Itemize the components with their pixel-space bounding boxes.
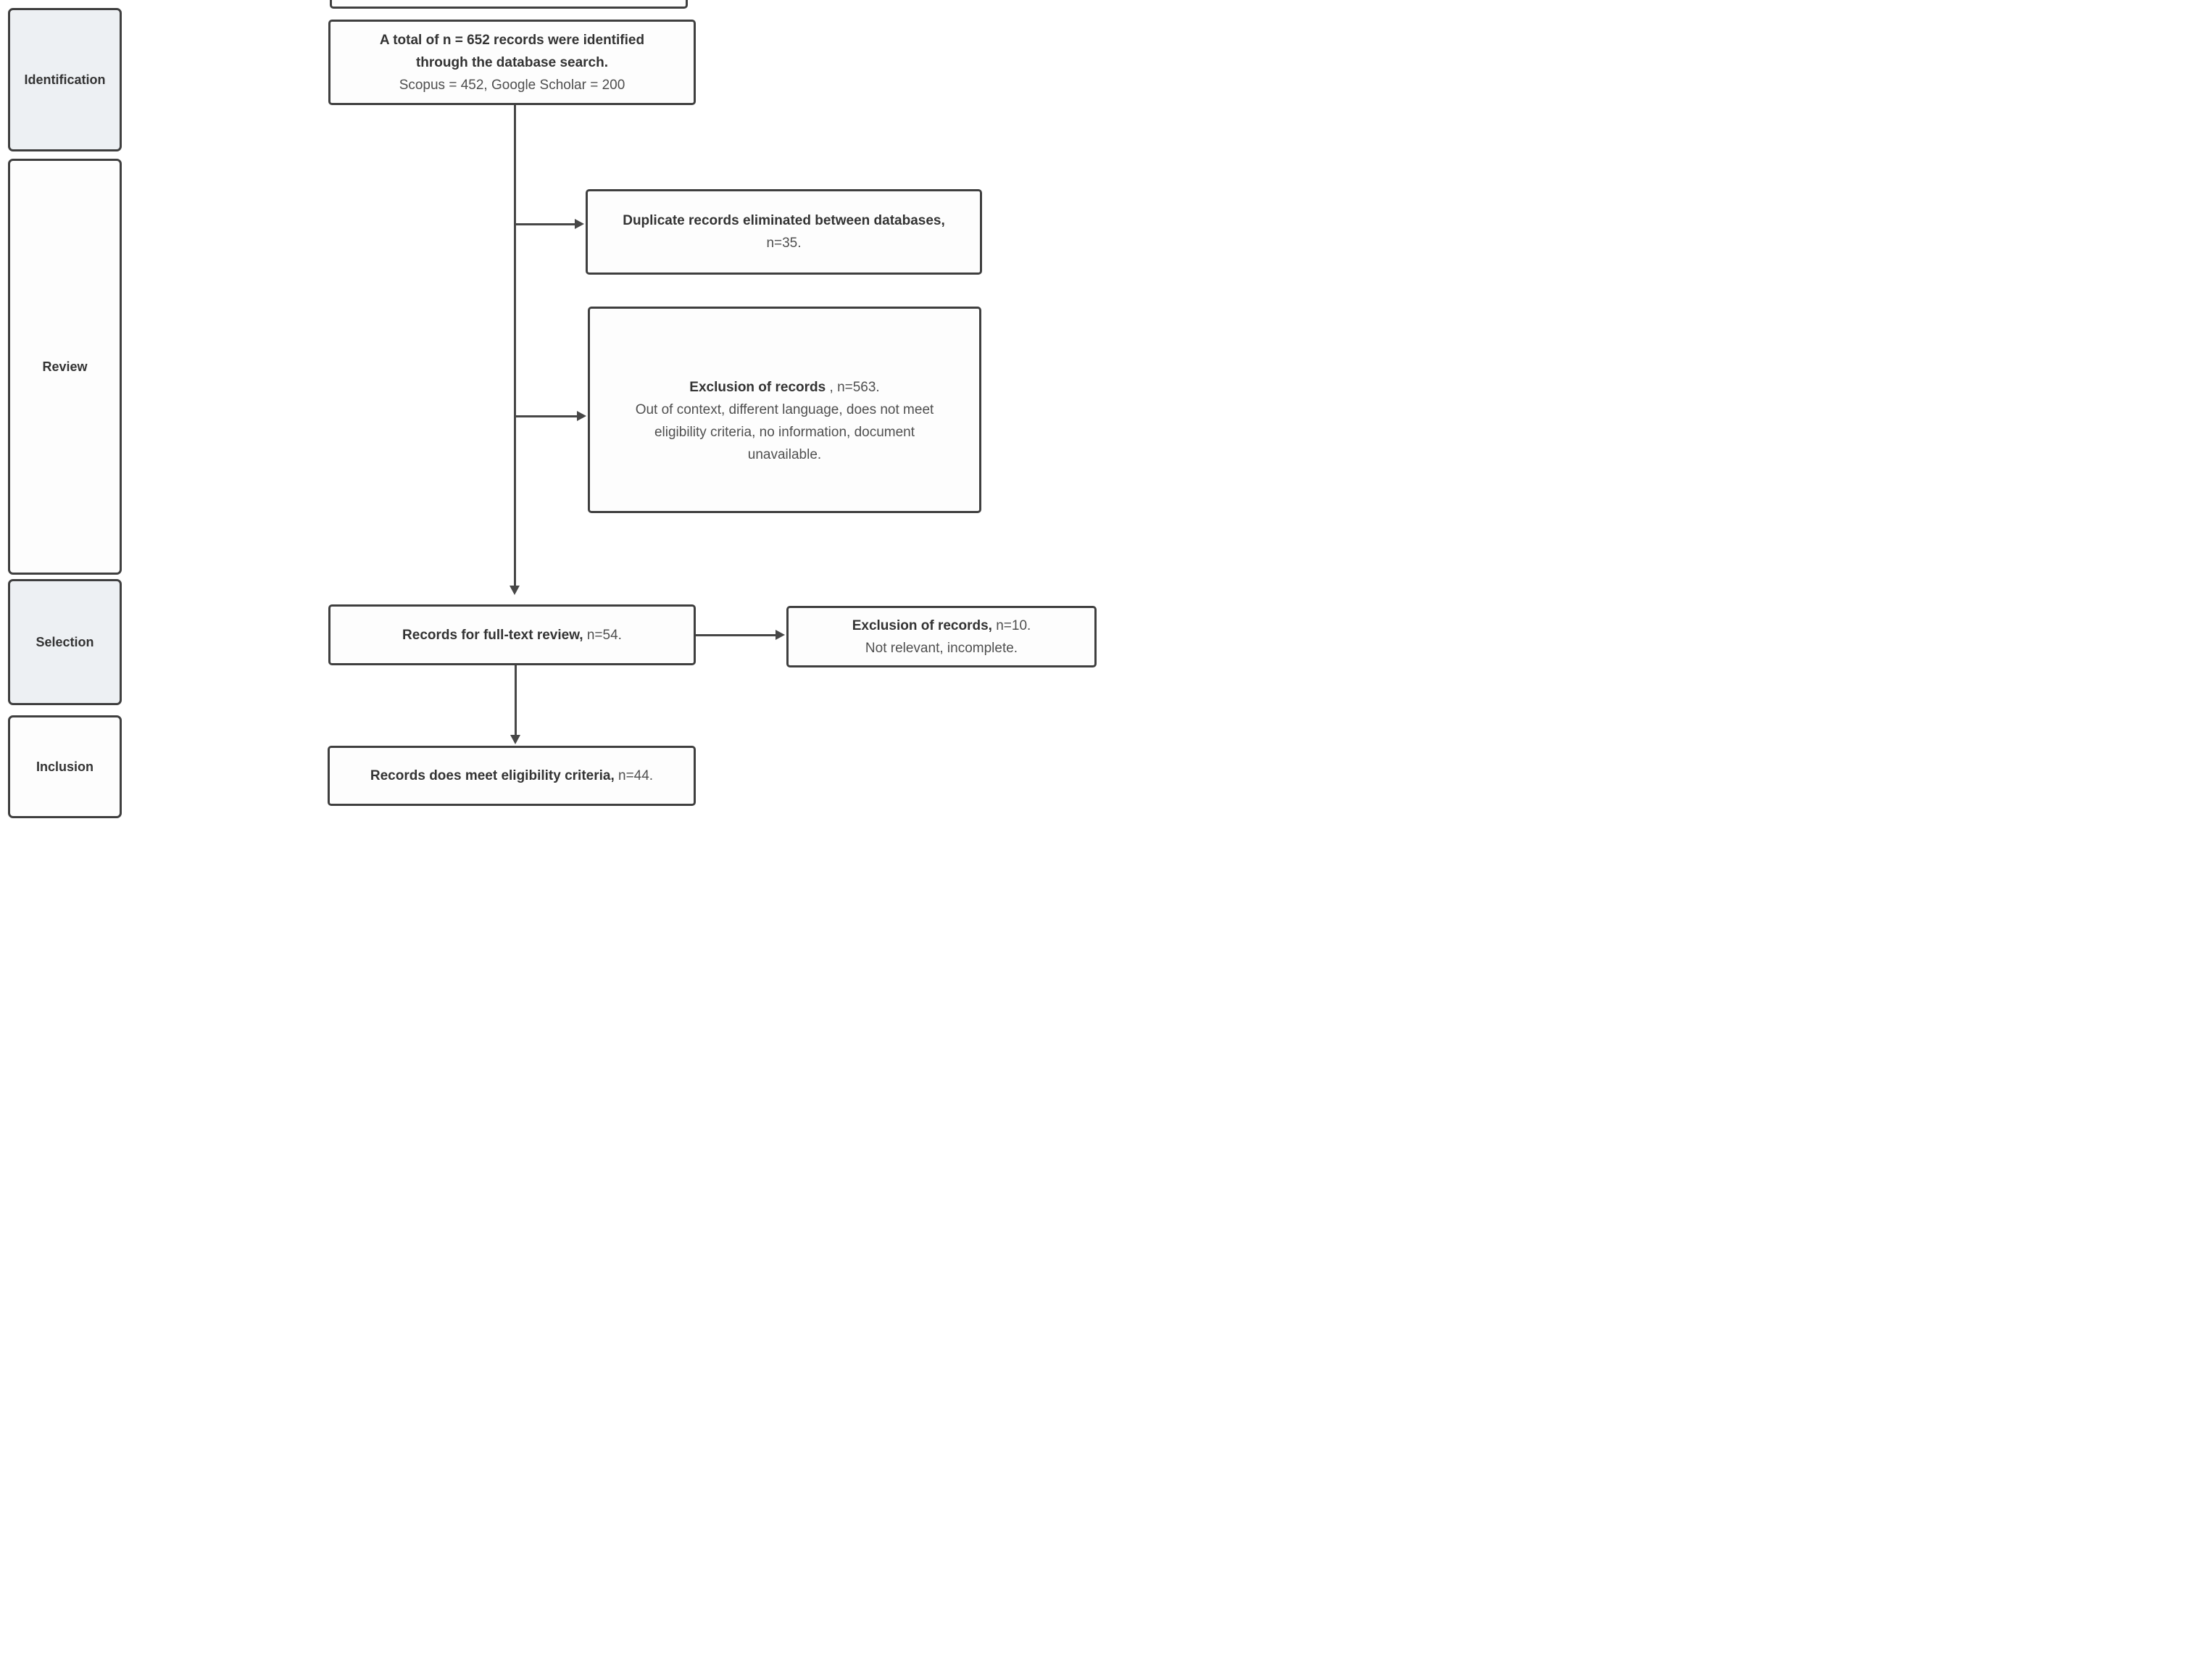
stage-selection-label: Selection	[36, 634, 94, 649]
stage-review-label: Review	[42, 359, 88, 374]
flow-line-main-trunk	[514, 105, 516, 587]
arrowhead-into-excluded	[577, 411, 586, 421]
stage-identification-label: Identification	[24, 72, 106, 87]
included-text: Records does meet eligibility criteria, …	[370, 768, 654, 783]
excluded-title: Exclusion of records , n=563.	[689, 379, 880, 395]
arrowhead-into-full-text-excluded	[776, 630, 785, 640]
duplicates-count: n=35.	[766, 236, 802, 251]
prisma-flow-diagram: Identification Review Selection Inclusio…	[0, 0, 1106, 828]
arrowhead-into-duplicates	[575, 219, 584, 229]
arrowhead-into-included	[510, 735, 520, 744]
stage-review: Review	[8, 159, 122, 575]
excluded-detail-1: Out of context, different language, does…	[635, 401, 934, 417]
flow-line-to-full-text-excluded	[696, 634, 776, 636]
flow-line-to-excluded	[514, 415, 578, 417]
duplicates-text: Duplicate records eliminated between dat…	[623, 213, 945, 228]
node-full-text-excluded: Exclusion of records, n=10. Not relevant…	[786, 606, 1097, 667]
arrowhead-into-full-text-review	[510, 586, 520, 595]
identified-line3: Scopus = 452, Google Scholar = 200	[399, 77, 625, 93]
excluded-detail-3: unavailable.	[747, 446, 822, 462]
excluded-detail-2: eligibility criteria, no information, do…	[654, 424, 915, 440]
node-identified-records: A total of n = 652 records were identifi…	[328, 20, 696, 105]
stage-selection: Selection	[8, 579, 122, 705]
node-included-records: Records does meet eligibility criteria, …	[328, 746, 696, 806]
stage-identification: Identification	[8, 8, 122, 151]
cropped-box-top	[330, 0, 688, 9]
node-full-text-review: Records for full-text review, n=54.	[328, 604, 696, 665]
flow-line-to-included	[515, 665, 517, 736]
node-records-excluded: Exclusion of records , n=563. Out of con…	[588, 307, 981, 513]
ft-excluded-title: Exclusion of records, n=10.	[852, 617, 1031, 633]
fulltext-text: Records for full-text review, n=54.	[402, 627, 622, 643]
identified-line1: A total of n = 652 records were identifi…	[379, 32, 645, 48]
stage-inclusion-label: Inclusion	[36, 759, 93, 774]
stage-inclusion: Inclusion	[8, 715, 122, 818]
node-duplicates-removed: Duplicate records eliminated between dat…	[586, 189, 982, 275]
flow-line-to-duplicates	[514, 223, 575, 225]
ft-excluded-detail: Not relevant, incomplete.	[865, 640, 1018, 656]
identified-line2: through the database search.	[415, 54, 608, 70]
